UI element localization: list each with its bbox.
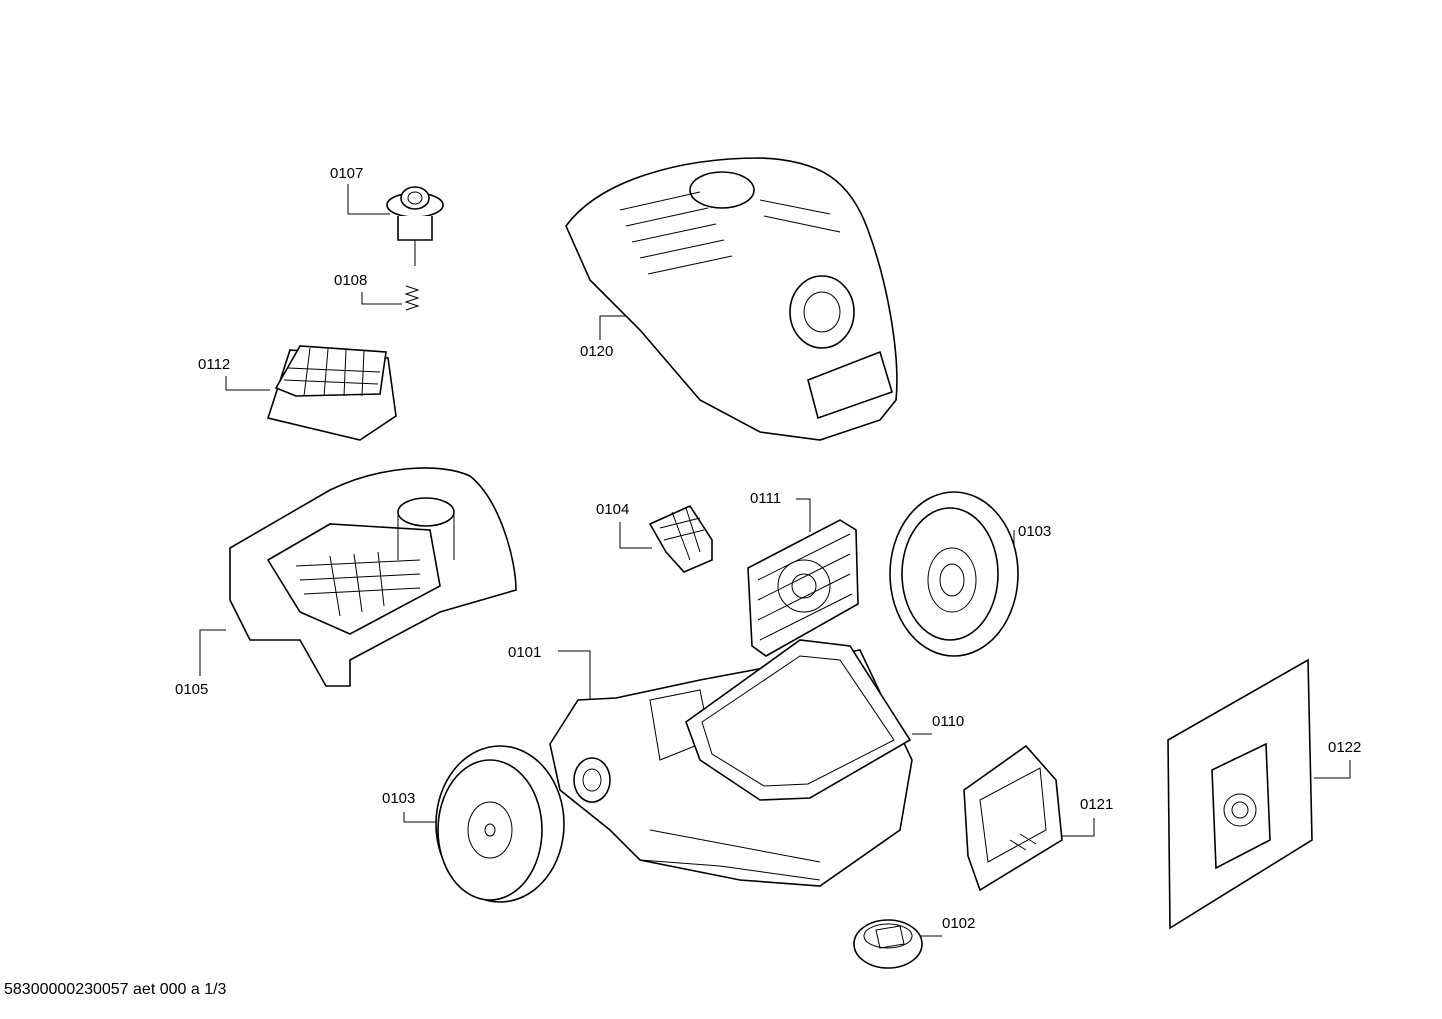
part-0102-latch: 0102 xyxy=(853,915,975,969)
part-0107-knob: 0107 xyxy=(330,165,444,266)
label-0107: 0107 xyxy=(330,165,363,182)
label-0103-top: 0103 xyxy=(1018,523,1051,540)
part-0121-bag-holder: 0121 xyxy=(963,744,1113,892)
part-0110-frame: 0110 xyxy=(685,639,964,801)
part-0103-wheel-top: 0103 xyxy=(889,491,1051,657)
part-0105-rear-housing: 0105 xyxy=(175,467,517,698)
label-0104: 0104 xyxy=(596,501,629,518)
label-0103-bottom: 0103 xyxy=(382,790,415,807)
label-0108: 0108 xyxy=(334,272,367,289)
label-0121: 0121 xyxy=(1080,796,1113,813)
part-0103-wheel-bottom: 0103 xyxy=(382,745,565,903)
label-0105: 0105 xyxy=(175,681,208,698)
part-0108-spring: 0108 xyxy=(334,272,420,311)
label-0102: 0102 xyxy=(942,915,975,932)
part-0122-dust-bag: 0122 xyxy=(1167,658,1361,930)
label-0111: 0111 xyxy=(750,490,781,507)
part-0120-top-cover: 0120 xyxy=(565,157,898,441)
label-0122: 0122 xyxy=(1328,739,1361,756)
part-0104-clip: 0104 xyxy=(596,501,713,573)
document-footer-id: 58300000230057 aet 000 a 1/3 xyxy=(4,981,227,998)
label-0120: 0120 xyxy=(580,343,613,360)
label-0110: 0110 xyxy=(932,713,964,730)
part-0112-filter: 0112 xyxy=(198,345,397,441)
label-0112: 0112 xyxy=(198,356,230,373)
label-0101: 0101 xyxy=(508,644,541,661)
part-0111-grille: 0111 xyxy=(747,490,859,657)
